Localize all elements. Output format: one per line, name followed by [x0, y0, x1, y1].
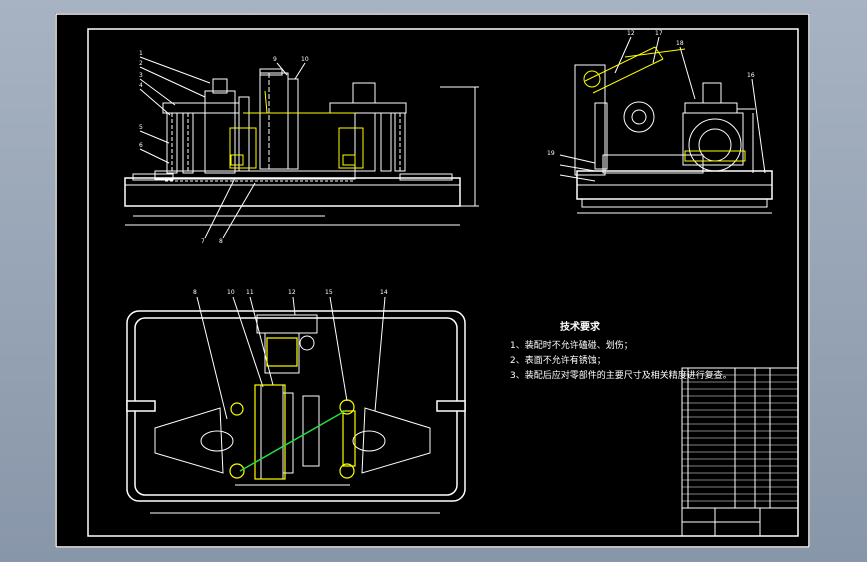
balloon-label: 10 [301, 56, 309, 63]
side-view [559, 36, 773, 214]
balloon-label: 4 [139, 82, 143, 89]
inner-border [87, 28, 799, 537]
balloon-label: 6 [139, 142, 143, 149]
front-view-highlights [229, 90, 364, 169]
cad-drawing [55, 13, 810, 548]
balloon-label: 17 [655, 30, 663, 37]
tech-requirements: 技术要求 1、装配时不允许磕碰、划伤； 2、表面不允许有锈蚀； 3、装配后应对零… [510, 318, 732, 384]
tech-requirement-3: 3、装配后应对零部件的主要尺寸及相关精度进行复查。 [510, 371, 732, 381]
title-block-rows [682, 374, 798, 502]
tech-requirements-title: 技术要求 [560, 322, 600, 333]
balloon-label: 15 [325, 289, 333, 296]
plan-link-rod [239, 410, 346, 472]
balloon-label: 12 [627, 30, 635, 37]
balloon-label: 18 [676, 40, 684, 47]
outer-border [55, 13, 810, 548]
balloon-label: 8 [219, 238, 223, 245]
plan-view-highlights [229, 337, 356, 480]
balloon-label: 19 [547, 150, 555, 157]
front-view [124, 56, 479, 239]
balloon-label: 14 [380, 289, 388, 296]
tech-requirement-1: 1、装配时不允许磕碰、划伤； [510, 341, 633, 351]
tech-requirement-2: 2、表面不允许有锈蚀； [510, 356, 606, 366]
balloon-label: 10 [227, 289, 235, 296]
balloon-label: 5 [139, 124, 143, 131]
balloon-label: 1 [139, 50, 143, 57]
side-view-highlights [583, 46, 746, 162]
drawing-sheet: 技术要求 1、装配时不允许磕碰、划伤； 2、表面不允许有锈蚀； 3、装配后应对零… [55, 13, 810, 548]
balloon-label: 12 [288, 289, 296, 296]
balloon-label: 8 [193, 289, 197, 296]
balloon-label: 16 [747, 72, 755, 79]
plan-view [126, 296, 466, 514]
balloon-label: 11 [246, 289, 254, 296]
balloon-label: 9 [273, 56, 277, 63]
balloon-label: 2 [139, 60, 143, 67]
balloon-label: 3 [139, 72, 143, 79]
balloon-label: 7 [201, 238, 205, 245]
